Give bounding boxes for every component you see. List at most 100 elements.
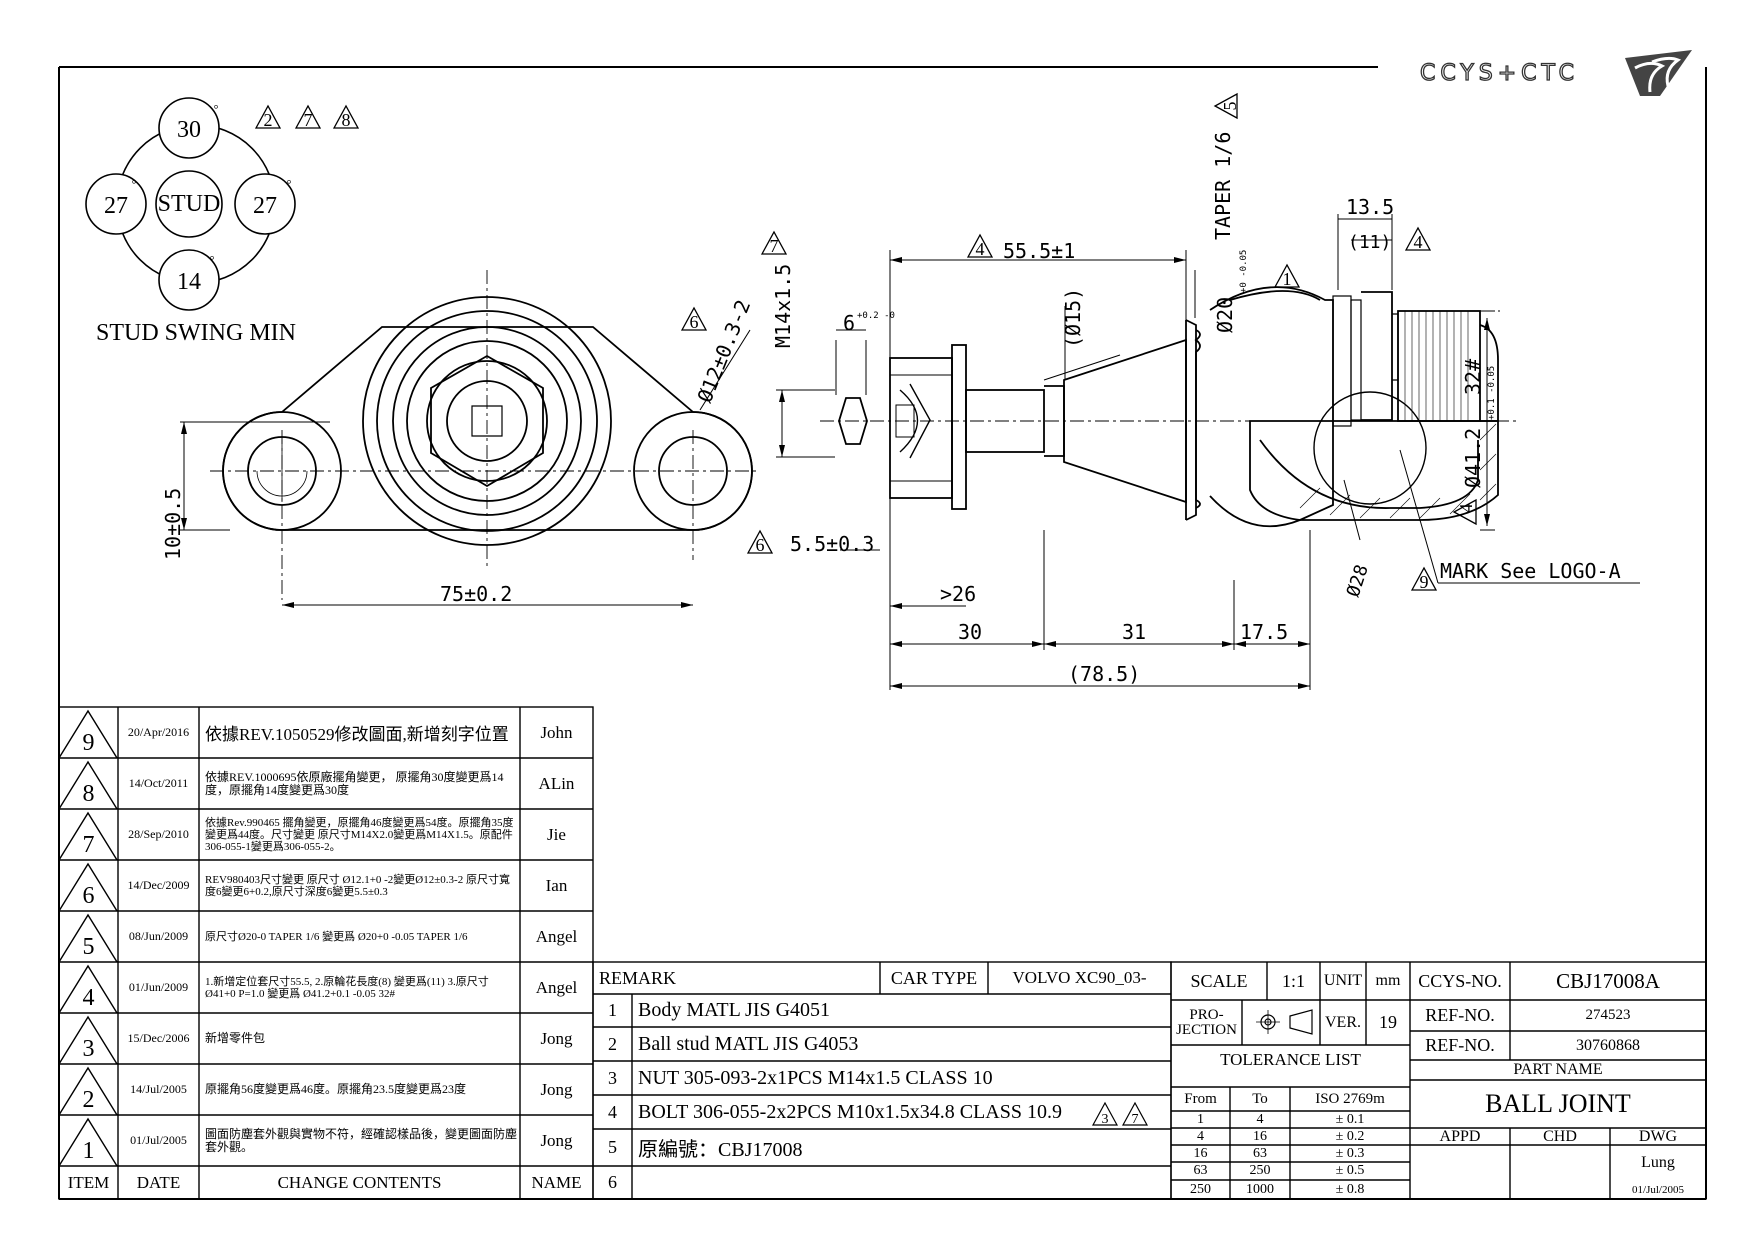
rev-mark-label: 7	[1132, 1112, 1139, 1127]
rev-item: 7	[82, 831, 95, 858]
dim-m14: M14x1.5	[771, 264, 795, 348]
rev-item: 1	[82, 1137, 95, 1164]
rev-date: 14/Jul/2005	[130, 1082, 187, 1096]
ccys-no-label: CCYS-NO.	[1418, 970, 1502, 991]
mark-logo-note: MARK See LOGO-A	[1440, 559, 1621, 583]
rev-mark-label: 4	[1456, 504, 1476, 513]
deg-mark: °	[210, 253, 215, 267]
appd-label: APPD	[1439, 1128, 1481, 1145]
rev-mark-label: 6	[690, 312, 699, 332]
part-name-value: BALL JOINT	[1485, 1089, 1631, 1118]
remark-text: BOLT 306-055-2x2PCS M10x1.5x34.8 CLASS 1…	[638, 1100, 1062, 1123]
dim-dia-41: Ø41.2	[1461, 428, 1485, 488]
side-dimension-lines	[776, 214, 1640, 690]
rev-date: 01/Jun/2009	[128, 980, 189, 994]
scale-label: SCALE	[1190, 970, 1248, 991]
car-type-value: VOLVO XC90_03-	[1012, 968, 1147, 987]
tol-to: 1000	[1246, 1181, 1274, 1197]
rev-date: 28/Sep/2010	[128, 827, 189, 841]
swing-right-value: 27	[253, 193, 277, 219]
remark-no: 5	[608, 1137, 617, 1157]
rev-mark-label: 9	[1420, 572, 1429, 592]
dim-78-5: (78.5)	[1068, 662, 1140, 686]
rev-name: Jong	[540, 1079, 573, 1099]
rev-contents: 圖面防塵套外觀與實物不符，經確認樣品後，變更圖面防塵套外觀。	[205, 1126, 518, 1154]
rev-contents: REV980403尺寸變更 原尺寸 Ø12.1+0 -2變更Ø12±0.3-2 …	[205, 873, 510, 898]
rev-contents: 1.新增定位套尺寸55.5, 2.原輪花長度(8) 變更爲(11) 3.原尺寸 …	[205, 975, 489, 1000]
rev-name: Angel	[535, 926, 578, 946]
rev-date: 01/Jul/2005	[130, 1133, 187, 1147]
rev-date: 20/Apr/2016	[127, 725, 190, 739]
ref-no-value: 30760868	[1576, 1036, 1640, 1054]
rev-item: 9	[82, 729, 95, 756]
swing-caption: STUD SWING MIN	[96, 320, 296, 346]
dim-10: 10±0.5	[161, 488, 185, 560]
dim-31: 31	[1122, 620, 1146, 644]
stud-swing-diagram	[85, 97, 296, 311]
rev-mark-6	[680, 306, 708, 331]
drawer-name: Lung	[1641, 1154, 1675, 1171]
deg-mark: °	[132, 177, 137, 191]
deg-mark: °	[214, 102, 219, 116]
swing-center-label: STUD	[158, 191, 221, 217]
dim-75: 75±0.2	[440, 582, 512, 606]
remark-no: 3	[608, 1067, 617, 1088]
car-type-label: CAR TYPE	[890, 967, 978, 988]
rev-date: 08/Jun/2009	[128, 929, 189, 943]
logo-text: CCYS+CTC	[1420, 61, 1579, 86]
rev-item: 6	[82, 882, 95, 909]
rev-name: ALin	[538, 773, 575, 793]
unit-label: UNIT	[1323, 972, 1363, 989]
flange-centerlines	[210, 270, 760, 600]
rev-item: 4	[82, 984, 95, 1011]
rev-item: 8	[82, 780, 95, 807]
tol-value: ± 0.2	[1335, 1128, 1365, 1144]
dim-5-5: 5.5±0.3	[790, 532, 874, 556]
chd-label: CHD	[1543, 1128, 1577, 1145]
rev-contents: 原尺寸Ø20-0 TAPER 1/6 變更爲 Ø20+0 -0.05 TAPER…	[205, 930, 468, 943]
rev-contents: 原擺角56度變更爲46度。原擺角23.5度變更爲23度	[205, 1082, 467, 1096]
dim-slot-6-tol: +0.2 -0	[857, 311, 895, 321]
rev-item: 5	[82, 933, 95, 960]
revision-table	[58, 706, 594, 1200]
tol-value: ± 0.3	[1335, 1145, 1365, 1161]
dim-13-5: 13.5	[1346, 195, 1394, 219]
swing-bottom-value: 14	[177, 269, 201, 295]
ref-no-value: 274523	[1585, 1007, 1631, 1023]
rev-mark-label: 1	[1283, 269, 1292, 289]
rev-contents: 依據REV.1000695依原廠擺角變更， 原擺角30度變更爲14度，原擺角14…	[205, 769, 504, 797]
tol-header-to: To	[1252, 1090, 1268, 1107]
deg-mark: °	[287, 177, 292, 191]
swing-rev-marks	[254, 104, 360, 129]
rev-name: Jie	[547, 824, 566, 844]
dim-dia-41-tol: +0.1 -0.05	[1487, 366, 1497, 420]
part-name-label: PART NAME	[1513, 1061, 1603, 1078]
rev-mark-label: 4	[1414, 232, 1423, 252]
projection-symbol	[1256, 1009, 1313, 1035]
remark-title: REMARK	[599, 967, 677, 988]
tol-from: 4	[1197, 1128, 1204, 1144]
flange-dimension-lines	[180, 329, 751, 606]
rev-contents: 依據Rev.990465 擺角變更，原擺角46度變更爲54度。原擺角35度變更爲…	[205, 816, 514, 853]
rev-date: 15/Dec/2006	[127, 1031, 190, 1045]
rev-name: Angel	[535, 977, 578, 997]
rev-contents: 依據REV.1050529修改圖面,新增刻字位置	[205, 725, 509, 744]
dim-30: 30	[958, 620, 982, 644]
dim-dia-15: (Ø15)	[1061, 288, 1085, 348]
rev-date: 14/Dec/2009	[127, 878, 190, 892]
rev-mark-label: 8	[342, 110, 351, 130]
dim-dia-41-suffix: 32#	[1461, 359, 1485, 395]
remark-no: 1	[608, 1000, 617, 1020]
ver-value: 19	[1379, 1012, 1397, 1032]
dim-17-5: 17.5	[1240, 620, 1288, 644]
remark-text: NUT 305-093-2x1PCS M14x1.5 CLASS 10	[638, 1066, 993, 1089]
tol-to: 250	[1249, 1163, 1271, 1178]
remark-text	[632, 1166, 1171, 1199]
tol-from: 1	[1197, 1111, 1204, 1127]
tol-value: ± 0.5	[1335, 1163, 1365, 1178]
rev-header-date: DATE	[136, 1172, 181, 1192]
swing-left-value: 27	[104, 193, 128, 219]
dwg-label: DWG	[1638, 1128, 1678, 1145]
flange-front-view	[222, 296, 753, 546]
